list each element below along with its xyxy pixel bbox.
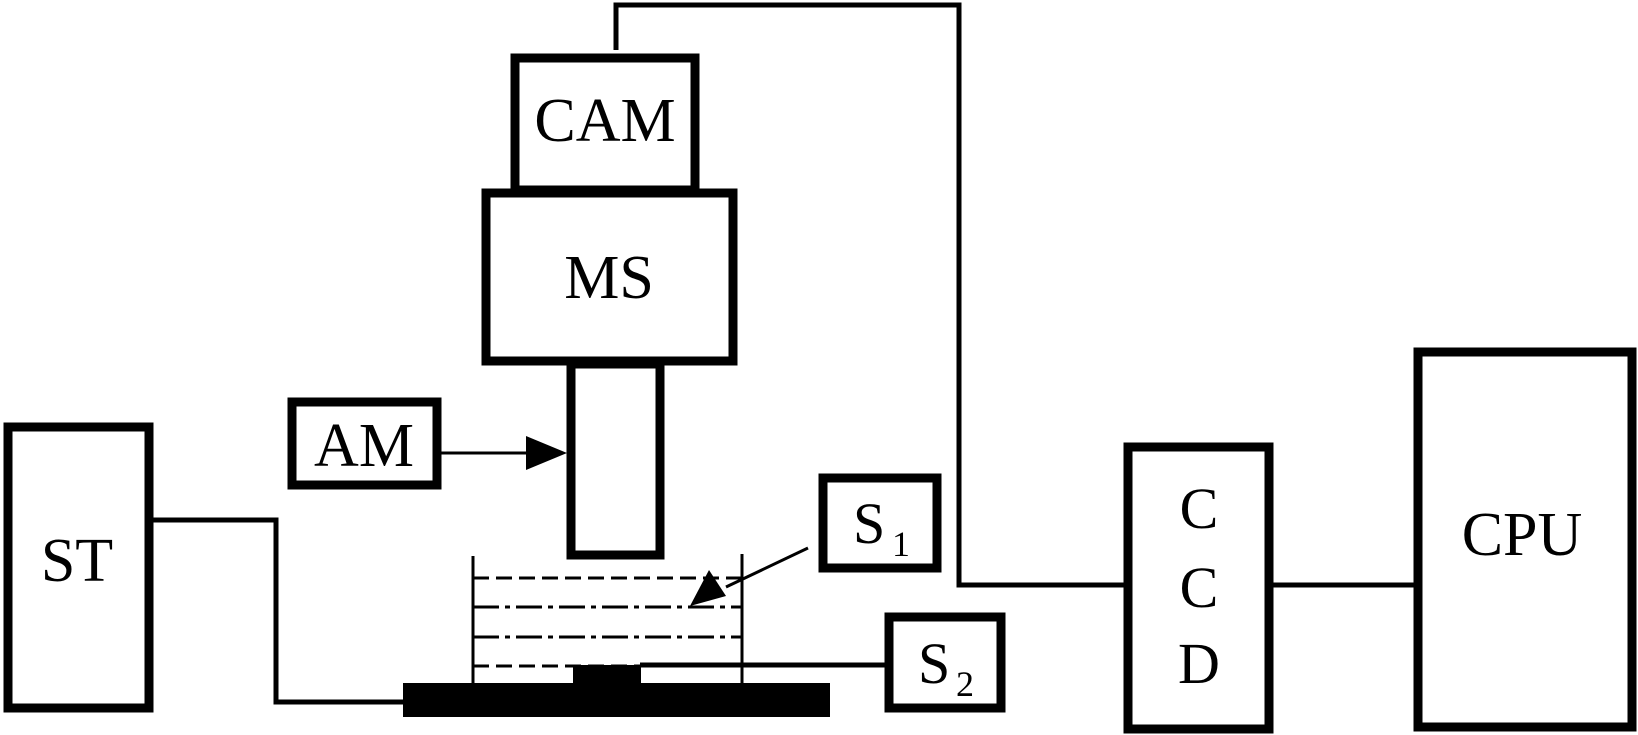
s2-label: S 2 [918,631,974,704]
ccd-label-c1: C [1180,476,1219,541]
am-label: AM [314,412,414,480]
s1-arrow-line [725,546,809,589]
sample-block [573,665,641,685]
cam-label: CAM [534,87,675,155]
s1-label-letter: S [853,491,885,556]
s1-label-subscript: 1 [892,524,910,564]
st-box [3,422,154,713]
ccd-label: C C D [1178,476,1220,696]
s1-label: S 1 [853,491,910,564]
s2-label-subscript: 2 [956,664,974,704]
ccd-label-d: D [1178,631,1220,696]
st-to-base-cable [149,517,405,705]
s1-arrow-head [690,570,726,606]
base-plate [403,683,830,717]
st-label: ST [41,527,113,595]
s1-box [818,473,942,573]
cpu-box [1413,347,1637,732]
am-arrow-head [526,436,567,470]
am-box [287,397,442,490]
probe-tube [566,359,665,560]
ccd-label-c2: C [1180,555,1219,620]
cpu-label: CPU [1462,501,1583,569]
cam-to-ccd-cable [613,2,1128,588]
ms-label: MS [564,244,654,312]
ccd-box [1123,442,1274,734]
s2-label-letter: S [918,631,950,696]
